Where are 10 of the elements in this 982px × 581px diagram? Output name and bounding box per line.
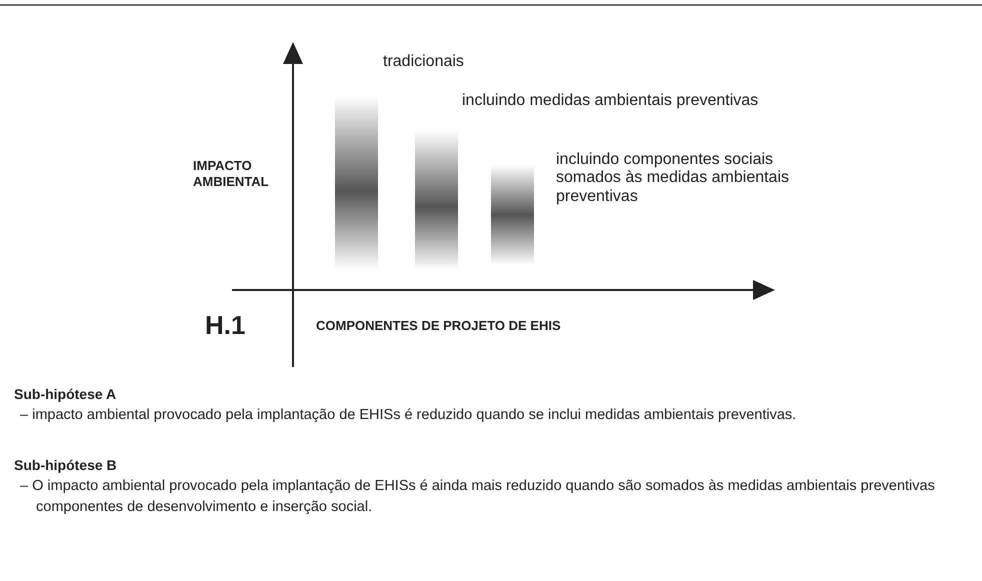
axis-title: COMPONENTES DE PROJETO DE EHIS [316,318,562,334]
subheading: Sub-hipótese A [14,386,118,403]
subheading: Sub-hipótese B [14,457,118,474]
bar-label: incluindo componentes sociais somados às medidas ambientais preventivas [556,151,790,206]
paragraph: – O impacto ambiental provocado pela implantação de EHISs é ainda mais reduzido quando são somados às medidas ambientais preventivas componentes de desenvolvimento e inserção social. [19,477,936,518]
axis-title: IMPACTO AMBIENTAL [193,158,270,190]
bar-label: tradicionais [383,52,465,72]
paragraph: – impacto ambiental provocado pela implantação de EHISs é reduzido quando se inclui medidas ambientais preventivas. [19,406,798,425]
hypothesis-label: H.1 [205,310,246,342]
bar-label: incluindo medidas ambientais preventivas [462,91,760,110]
